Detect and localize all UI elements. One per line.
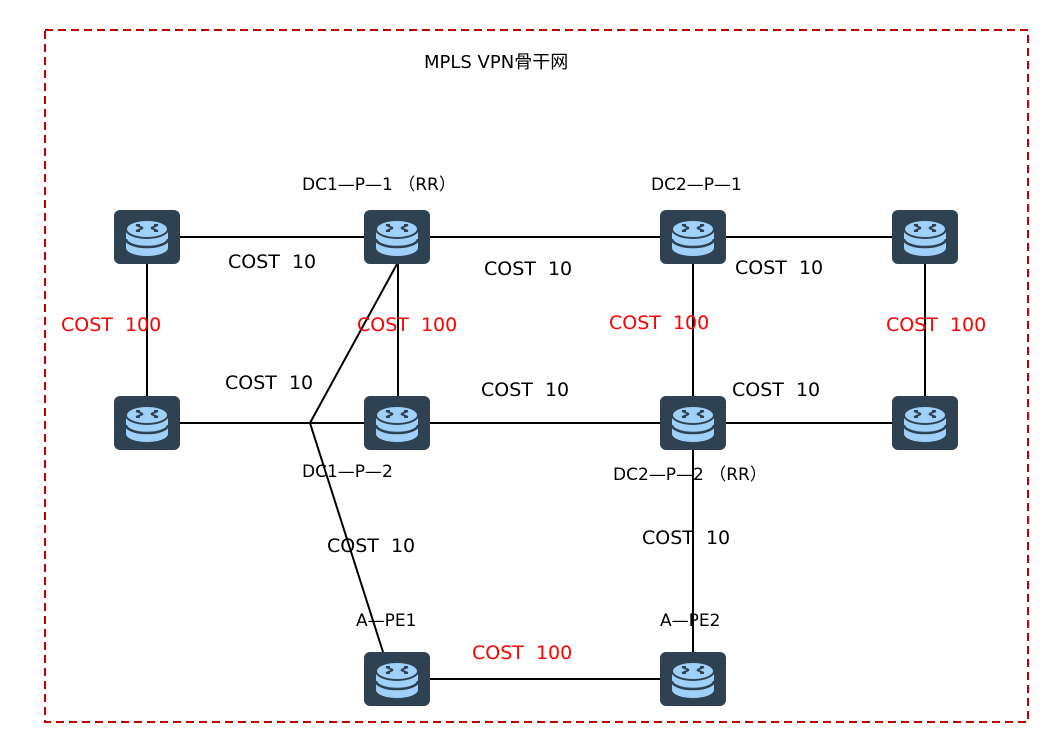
cost-label: COST 10 [642,527,730,549]
cost-label: COST 10 [484,258,572,280]
cost-label: COST 10 [228,251,316,273]
router-icon[interactable] [112,208,182,266]
link-junction-ape1 [309,422,384,653]
backbone-boundary [44,29,1029,723]
cost-label: COST 10 [225,372,313,394]
router-icon[interactable] [362,208,432,266]
cost-label: COST 10 [481,379,569,401]
cost-label-high: COST 100 [886,314,986,336]
link-dc1p1-junction [309,263,398,424]
cost-label: COST 10 [735,257,823,279]
node-label-dc2-p-1: DC2—P—1 [651,175,742,195]
router-icon[interactable] [362,394,432,452]
node-label-dc1-p-2: DC1—P—2 [302,462,393,482]
router-icon[interactable] [890,208,960,266]
routers-layer [112,208,960,708]
cost-label-high: COST 100 [472,642,572,664]
node-label-a-pe2: A—PE2 [660,611,720,631]
cost-label-high: COST 100 [609,312,709,334]
diagram-title: MPLS VPN骨干网 [424,52,568,73]
cost-label: COST 10 [327,535,415,557]
cost-label-high: COST 100 [61,314,161,336]
node-label-dc2-p-2: DC2—P—2 （RR） [613,465,767,485]
links-layer [146,236,926,680]
router-icon[interactable] [658,394,728,452]
router-icon[interactable] [890,394,960,452]
router-icon[interactable] [112,394,182,452]
cost-label: COST 10 [732,379,820,401]
cost-label-high: COST 100 [357,314,457,336]
node-label-dc1-p-1: DC1—P—1 （RR） [302,175,456,195]
router-icon[interactable] [658,650,728,708]
router-icon[interactable] [658,208,728,266]
router-icon[interactable] [362,650,432,708]
node-label-a-pe1: A—PE1 [356,611,416,631]
